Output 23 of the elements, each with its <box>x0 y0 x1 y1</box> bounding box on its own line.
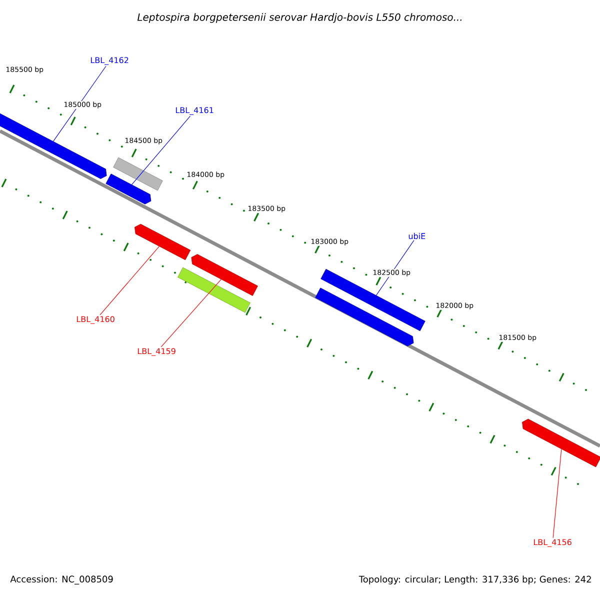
gene-label: LBL_4160 <box>76 316 114 324</box>
gene-bar <box>178 267 250 313</box>
gene-label: ubiE <box>408 232 426 240</box>
gene-label: LBL_4161 <box>176 107 214 115</box>
gene-bar <box>134 224 191 260</box>
accession-text: Accession: NC_008509 <box>10 576 113 584</box>
gene-bar <box>315 288 414 346</box>
leader-line <box>100 246 160 316</box>
gene-bar <box>113 157 163 191</box>
topology-text: Topology: circular; Length: 317,336 bp; Genes: 242 <box>358 576 591 584</box>
leader-line <box>160 279 222 348</box>
leader-line <box>552 448 562 538</box>
gene-label: LBL_4156 <box>534 539 572 547</box>
leader-line <box>53 66 106 142</box>
gene-label: LBL_4162 <box>90 57 128 65</box>
gene-bar <box>320 268 426 332</box>
gene-bar <box>0 113 107 179</box>
gene-bar <box>106 174 152 204</box>
leader-line <box>132 116 191 185</box>
gene-bar <box>191 254 258 296</box>
gene-bar <box>522 418 600 468</box>
title: Leptospira borgpetersenii serovar Hardjo-bovis L550 chromoso... <box>137 13 462 23</box>
gene-label: LBL_4159 <box>138 348 176 356</box>
